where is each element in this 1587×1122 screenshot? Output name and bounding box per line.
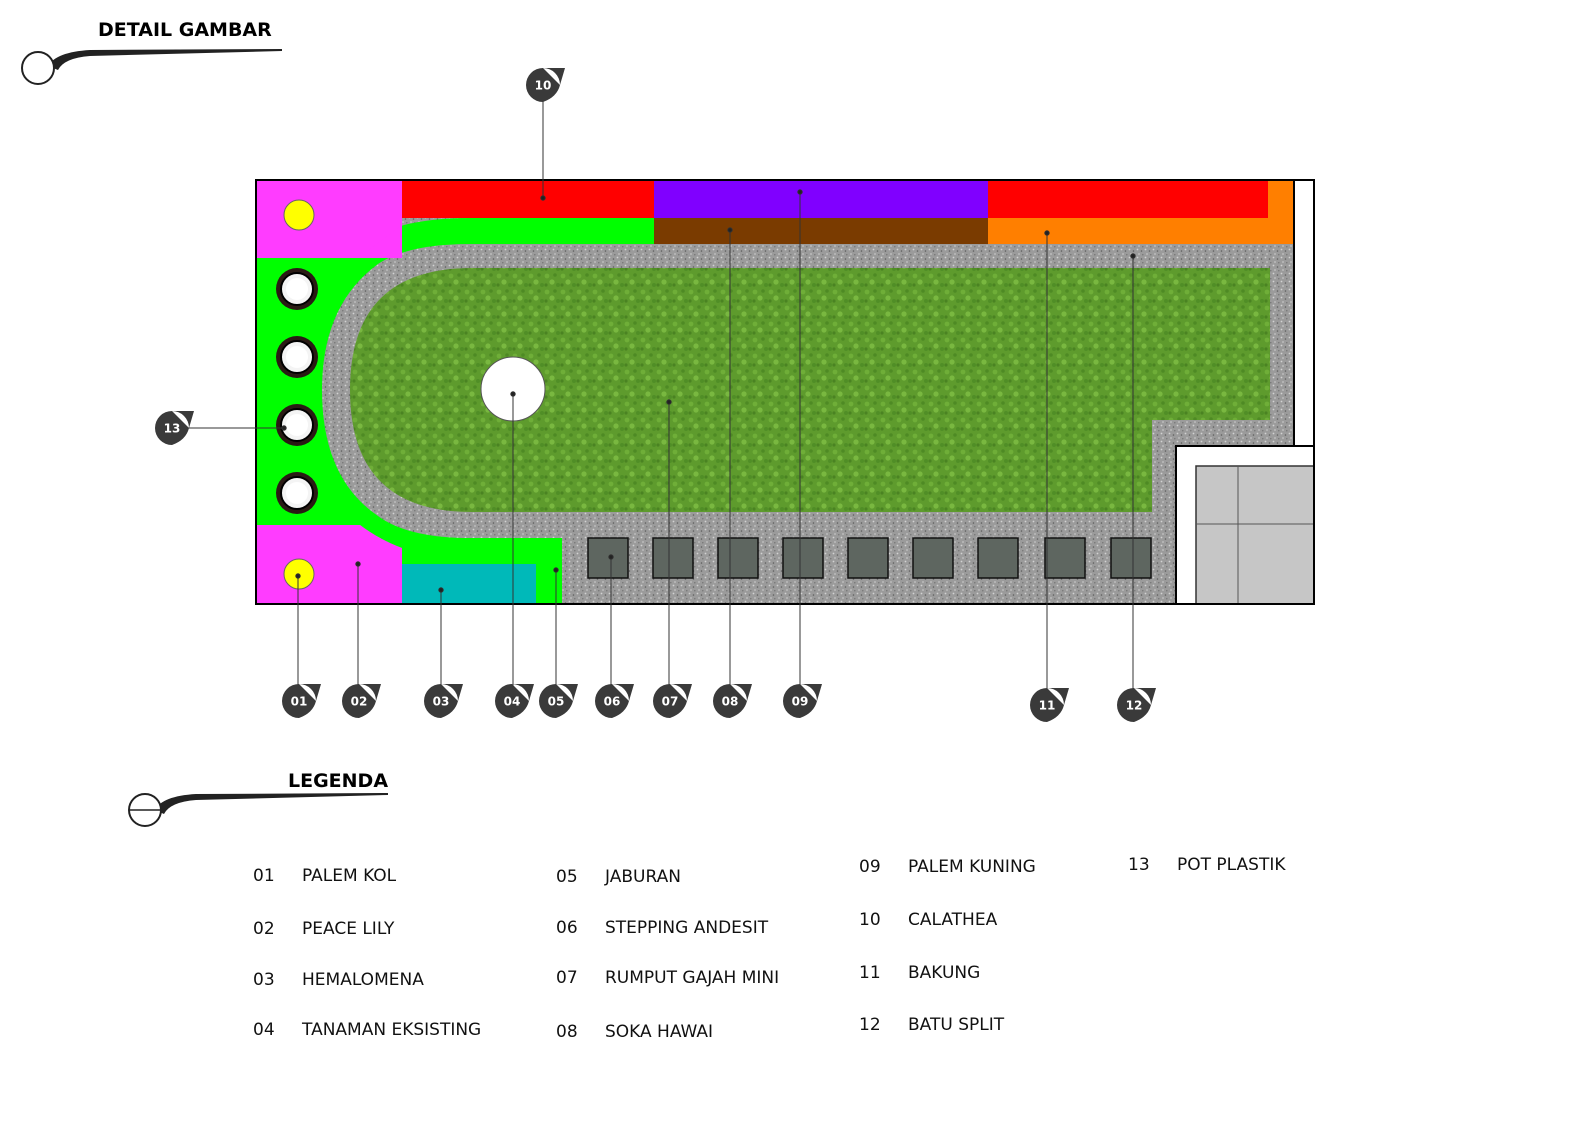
marker-13: 13 <box>155 411 194 445</box>
legend-list: 01 PALEM KOL 02 PEACE LILY 03 HEMALOMENA… <box>253 855 1286 1042</box>
legend-item: 09 PALEM KUNING <box>859 857 1036 877</box>
legend-name: PEACE LILY <box>302 919 395 939</box>
jaburan-bed <box>256 218 654 604</box>
marker-09: 09 <box>783 684 822 718</box>
marker-01-label: 01 <box>291 695 308 709</box>
legend-item: 02 PEACE LILY <box>253 919 395 939</box>
detail-title: DETAIL GAMBAR <box>98 19 272 41</box>
marker-03-label: 03 <box>433 695 450 709</box>
legend-name: JABURAN <box>604 867 681 887</box>
legend-item: 05 JABURAN <box>556 867 681 887</box>
marker-05-label: 05 <box>548 695 565 709</box>
legend-heading: LEGENDA <box>128 770 388 827</box>
marker-04: 04 <box>495 684 534 718</box>
legend-name: RUMPUT GAJAH MINI <box>605 968 779 988</box>
legend-name: PALEM KOL <box>302 866 397 886</box>
legend-name: STEPPING ANDESIT <box>605 918 769 938</box>
legend-name: SOKA HAWAI <box>605 1022 713 1042</box>
legend-num: 01 <box>253 866 275 886</box>
marker-06-label: 06 <box>604 695 621 709</box>
legend-name: HEMALOMENA <box>302 970 424 990</box>
leader-lines <box>186 100 1136 690</box>
legend-num: 03 <box>253 970 275 990</box>
legend-num: 12 <box>859 1015 881 1035</box>
calathea-bed-2 <box>988 180 1268 218</box>
marker-09-label: 09 <box>792 695 809 709</box>
marker-04-label: 04 <box>504 695 521 709</box>
legend-num: 11 <box>859 963 881 983</box>
legend-num: 09 <box>859 857 881 877</box>
legend-item: 13 POT PLASTIK <box>1128 855 1286 875</box>
pot-plastik-group <box>276 268 318 514</box>
legend-num: 05 <box>556 867 578 887</box>
site-boundary <box>255 179 1315 605</box>
legend-item: 04 TANAMAN EKSISTING <box>253 1020 481 1040</box>
legend-num: 06 <box>556 918 578 938</box>
legend-item: 06 STEPPING ANDESIT <box>556 918 769 938</box>
marker-07-label: 07 <box>662 695 679 709</box>
legend-num: 02 <box>253 919 275 939</box>
legend-name: POT PLASTIK <box>1177 855 1286 875</box>
site-plan <box>255 179 1315 605</box>
legend-title: LEGENDA <box>288 770 388 792</box>
legend-name: PALEM KUNING <box>908 857 1036 877</box>
palem-kuning-bed <box>654 180 988 218</box>
legend-item: 03 HEMALOMENA <box>253 970 424 990</box>
legend-num: 07 <box>556 968 578 988</box>
marker-11: 11 <box>1030 688 1069 722</box>
wall-right <box>1293 179 1315 449</box>
legend-item: 12 BATU SPLIT <box>859 1015 1005 1035</box>
marker-12: 12 <box>1117 688 1156 722</box>
floor-tile <box>1195 465 1315 605</box>
rumput-lawn <box>350 268 1270 512</box>
marker-13-label: 13 <box>164 422 181 436</box>
legend-item: 07 RUMPUT GAJAH MINI <box>556 968 779 988</box>
legend-num: 04 <box>253 1020 275 1040</box>
marker-12-label: 12 <box>1126 699 1143 713</box>
legend-item: 10 CALATHEA <box>859 910 998 930</box>
stepping-andesit-group <box>587 537 1152 579</box>
marker-03: 03 <box>424 684 463 718</box>
legend-item: 11 BAKUNG <box>859 963 980 983</box>
legend-item: 01 PALEM KOL <box>253 866 397 886</box>
legend-name: BATU SPLIT <box>908 1015 1005 1035</box>
legend-name: BAKUNG <box>908 963 980 983</box>
marker-11-label: 11 <box>1039 699 1056 713</box>
palem-kol-top <box>283 199 315 231</box>
marker-05: 05 <box>539 684 578 718</box>
legend-num: 08 <box>556 1022 578 1042</box>
marker-02-label: 02 <box>351 695 368 709</box>
soka-hawai-bed <box>654 218 988 244</box>
legend-name: TANAMAN EKSISTING <box>301 1020 481 1040</box>
marker-02: 02 <box>342 684 381 718</box>
legend-num: 13 <box>1128 855 1150 875</box>
marker-10-label: 10 <box>535 79 552 93</box>
marker-07: 07 <box>653 684 692 718</box>
marker-10: 10 <box>526 68 565 102</box>
legend-name: CALATHEA <box>908 910 998 930</box>
legend-num: 10 <box>859 910 881 930</box>
marker-08-label: 08 <box>722 695 739 709</box>
marker-06: 06 <box>595 684 634 718</box>
detail-heading: DETAIL GAMBAR <box>21 19 282 85</box>
calathea-bed <box>402 180 654 218</box>
marker-08: 08 <box>713 684 752 718</box>
legend-item: 08 SOKA HAWAI <box>556 1022 713 1042</box>
hemalomena-bed <box>402 564 536 604</box>
marker-01: 01 <box>282 684 321 718</box>
